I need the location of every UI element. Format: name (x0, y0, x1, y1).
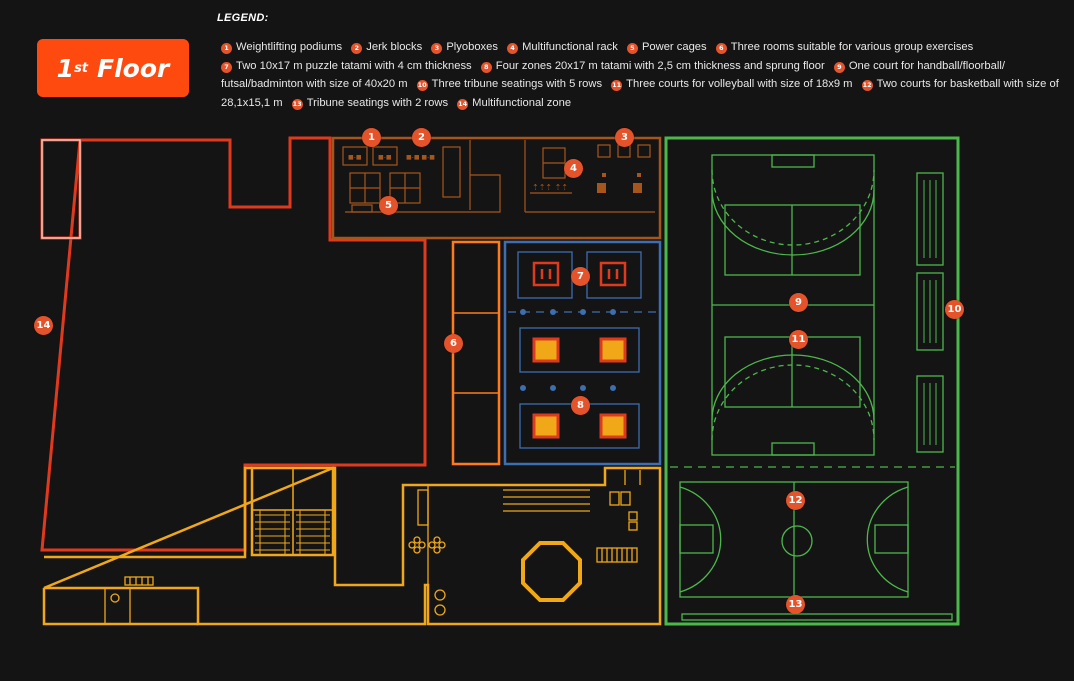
legend-label: Two 10x17 m puzzle tatami with 4 cm thic… (236, 59, 472, 72)
legend-number: 8 (480, 61, 492, 73)
legend-number: 13 (291, 99, 303, 111)
zone-group-rooms (451, 240, 501, 466)
svg-text:■-■: ■-■ (348, 154, 362, 161)
legend-number: 7 (221, 61, 232, 73)
legend-label: One court for handball/floorball/ futsal… (221, 59, 1005, 91)
legend-number: 9 (833, 61, 845, 73)
legend-label: Three rooms suitable for various group e… (730, 41, 974, 53)
marker-2: 2 (412, 128, 431, 147)
zone-tatami (503, 240, 662, 466)
legend-label: Three tribune seatings with 5 rows (431, 78, 603, 91)
legend-label: Multifunctional zone (472, 97, 572, 110)
marker-3: 3 (615, 128, 634, 147)
marker-13: 13 (786, 595, 805, 614)
floor-label: Floor (97, 53, 170, 83)
legend-number: 4 (507, 43, 519, 54)
legend-number: 1 (221, 43, 232, 54)
legend-item: 7 Two 10x17 m puzzle tatami with 4 cm thi… (221, 59, 472, 73)
floor-number: 1 (56, 53, 75, 83)
zone-sports-hall (664, 136, 960, 626)
legend-label: Four zones 20x17 m tatami with 2,5 cm th… (495, 59, 825, 72)
legend-label: Jerk blocks (366, 41, 423, 53)
legend-number: 11 (611, 80, 623, 92)
marker-9: 9 (789, 293, 808, 312)
marker-4: 4 (564, 159, 583, 178)
marker-8: 8 (571, 396, 590, 415)
legend-title: LEGEND: (217, 12, 269, 24)
legend-number: 12 (861, 80, 873, 92)
legend-label: Power cages (641, 41, 707, 53)
legend-label: Three courts for volleyball with size of… (626, 78, 853, 91)
zone-service-block (42, 466, 662, 626)
svg-text:■-■ ■-■: ■-■ ■-■ (406, 154, 435, 161)
zone-multifunctional (40, 136, 427, 552)
zone-weightlifting: ■-■ ■-■ ■-■ ■-■ ⇡⇡⇡ ⇡⇡ (331, 136, 662, 240)
marker-10: 10 (945, 300, 964, 319)
legend-number: 10 (416, 80, 428, 92)
marker-5: 5 (379, 196, 398, 215)
marker-11: 11 (789, 330, 808, 349)
legend-item: 1 Weightlifting podiums (221, 41, 343, 54)
legend-label: Tribune seatings with 2 rows (306, 97, 449, 110)
marker-14: 14 (34, 316, 53, 335)
svg-text:⇡⇡⇡ ⇡⇡: ⇡⇡⇡ ⇡⇡ (532, 183, 568, 192)
legend-number: 3 (431, 43, 443, 54)
legend-number: 6 (715, 43, 727, 54)
legend-label: Two courts for basketball with size of 2… (221, 78, 1059, 110)
legend-number: 5 (626, 43, 638, 54)
marker-1: 1 (362, 128, 381, 147)
svg-text:■-■: ■-■ (378, 154, 392, 161)
marker-6: 6 (444, 334, 463, 353)
legend-number: 2 (351, 43, 363, 54)
floor-suffix: st (74, 60, 89, 76)
legend-label: Plyoboxes (446, 41, 498, 53)
legend-label: Weightlifting podiums (236, 41, 343, 53)
legend-number: 14 (457, 99, 469, 111)
marker-12: 12 (786, 491, 805, 510)
marker-7: 7 (571, 267, 590, 286)
legend-label: Multifunctional rack (522, 41, 618, 53)
